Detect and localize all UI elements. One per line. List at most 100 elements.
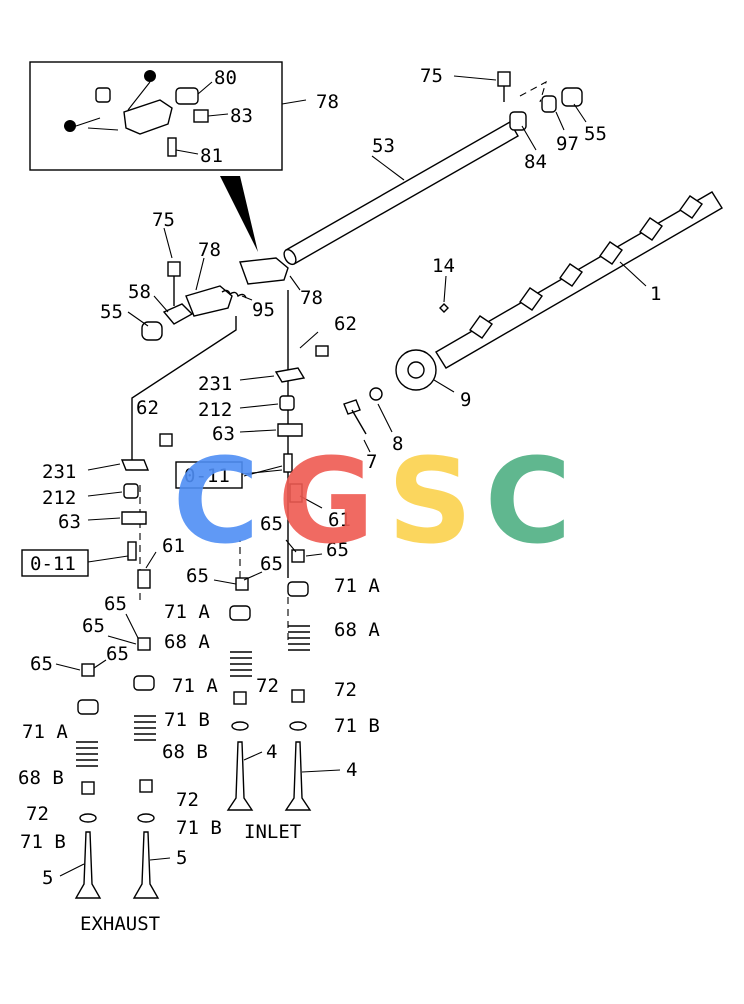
- label-97: 97: [556, 133, 579, 155]
- label-68a: 68 A: [334, 619, 380, 641]
- label-65: 65: [326, 539, 349, 561]
- ref-box: [21, 549, 89, 577]
- label-8: 8: [392, 433, 403, 455]
- label-231: 231: [198, 373, 232, 395]
- label-71b: 71 B: [20, 831, 66, 853]
- camshaft-assembly: 14 1 9 7 8: [343, 191, 723, 473]
- ref-box-label: 0-11: [30, 553, 76, 575]
- label-55: 55: [584, 123, 607, 145]
- label-55: 55: [100, 301, 123, 323]
- label-72: 72: [26, 803, 49, 825]
- seal-part: [289, 483, 303, 503]
- section-inlet: INLET: [244, 821, 301, 843]
- seal-part: [291, 689, 305, 703]
- shaft-end: [283, 248, 297, 266]
- exhaust-valve: [132, 831, 160, 899]
- bridge-part: [277, 423, 303, 437]
- cam-leaders: [363, 261, 647, 453]
- label-84: 84: [524, 151, 547, 173]
- retainer-part: [133, 675, 155, 691]
- label-4: 4: [266, 741, 277, 763]
- label-62: 62: [136, 397, 159, 419]
- label-61: 61: [162, 535, 185, 557]
- label-72: 72: [334, 679, 357, 701]
- keeper-part: [291, 549, 305, 563]
- label-58: 58: [128, 281, 151, 303]
- label-75: 75: [420, 65, 443, 87]
- inlet-valve: [226, 741, 254, 811]
- seat-part: [79, 813, 97, 823]
- label-71a: 71 A: [164, 601, 210, 623]
- label-78: 78: [316, 91, 339, 113]
- keeper-part: [81, 663, 95, 677]
- watermark-letter: G: [278, 432, 375, 570]
- seal-part: [233, 691, 247, 705]
- section-exhaust: EXHAUST: [80, 913, 160, 935]
- guide-line: [519, 80, 547, 103]
- label-75: 75: [152, 209, 175, 231]
- adjust-screw-part: [167, 137, 177, 157]
- label-72: 72: [176, 789, 199, 811]
- label-4: 4: [346, 759, 357, 781]
- label-63: 63: [212, 423, 235, 445]
- inset-pointer: [220, 176, 258, 252]
- valve-leaders: [59, 857, 171, 877]
- label-63: 63: [58, 511, 81, 533]
- exhaust-valve: [74, 831, 102, 899]
- label-212: 212: [42, 487, 76, 509]
- valve-spring: [288, 625, 310, 651]
- nut-part: [159, 433, 173, 447]
- inlet-valve-train: 231 212 63 61 65 65 65 65 71 A 71 A 68 A…: [164, 367, 380, 843]
- label-14: 14: [432, 255, 455, 277]
- label-231: 231: [42, 461, 76, 483]
- label-68b: 68 B: [18, 767, 64, 789]
- inset-rocker-arm: [123, 99, 173, 135]
- label-5: 5: [42, 867, 53, 889]
- label-68b: 68 B: [162, 741, 208, 763]
- bridge-part: [121, 511, 147, 525]
- rocker-shaft-assembly: 75 53 84 97 55: [283, 65, 607, 266]
- label-72: 72: [256, 675, 279, 697]
- rocker-shaft: [285, 121, 519, 265]
- support-block: [509, 111, 527, 131]
- seal-part: [81, 781, 95, 795]
- cap-part: [123, 483, 139, 499]
- rocker-leaders: [127, 227, 319, 349]
- valve-spring: [134, 715, 156, 741]
- label-71a: 71 A: [22, 721, 68, 743]
- ref-leader: [87, 555, 129, 563]
- label-1: 1: [650, 283, 661, 305]
- watermark-letter: S: [388, 432, 473, 570]
- label-71a: 71 A: [334, 575, 380, 597]
- exhaust-valve-train: 62 231 212 63 61 65 65 65 65 71 A 71 A 6…: [18, 397, 222, 935]
- cap-part: [279, 395, 295, 411]
- cam-gear: [395, 349, 437, 391]
- label-81: 81: [200, 145, 223, 167]
- label-71b: 71 B: [164, 709, 210, 731]
- watermark-letter: C: [485, 432, 572, 570]
- bracket-part: [162, 303, 194, 325]
- label-53: 53: [372, 135, 395, 157]
- inset-frame: [29, 61, 283, 171]
- keeper-leaders: [213, 539, 323, 585]
- bullet-icon: [64, 120, 76, 132]
- gear-hub: [407, 361, 425, 379]
- retainer-part: [77, 699, 99, 715]
- label-71a: 71 A: [172, 675, 218, 697]
- label-68a: 68 A: [164, 631, 210, 653]
- exhaust-leaders: [87, 463, 157, 569]
- nut-part: [193, 109, 209, 123]
- gear-bolt: [343, 399, 361, 415]
- label-65: 65: [260, 513, 283, 535]
- bridge-part: [120, 459, 150, 471]
- washer-part: [369, 387, 383, 401]
- end-plug: [561, 87, 583, 107]
- seat-part: [231, 721, 249, 731]
- keeper-leaders: [55, 613, 139, 671]
- valve-leaders: [243, 751, 341, 773]
- seat-part: [137, 813, 155, 823]
- end-plug: [141, 321, 163, 341]
- label-61: 61: [328, 509, 351, 531]
